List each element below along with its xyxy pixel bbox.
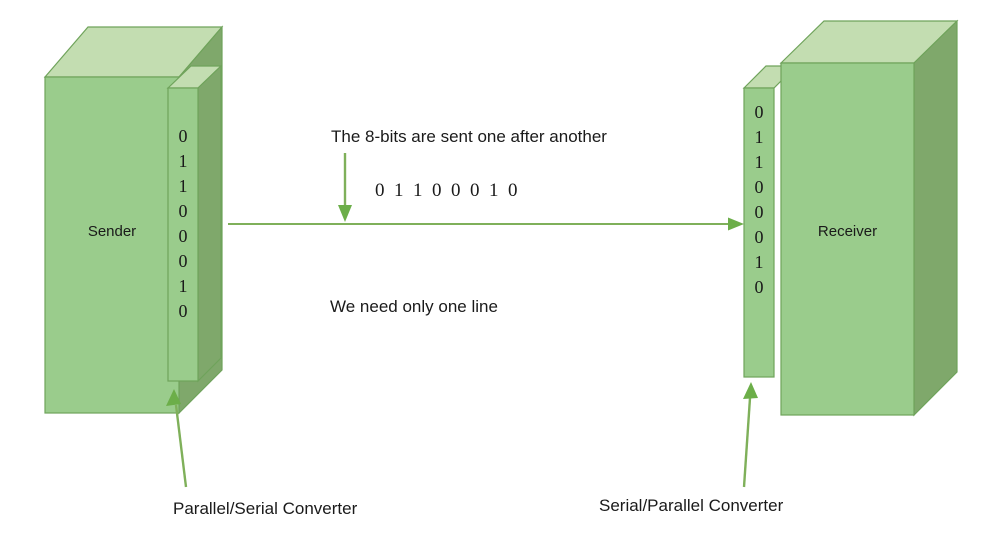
sender-bit: 0 bbox=[178, 201, 188, 221]
sender-converter-caption: Parallel/Serial Converter bbox=[173, 499, 358, 518]
sender-label: Sender bbox=[87, 223, 137, 240]
receiver-bit: 0 bbox=[754, 227, 764, 247]
sender-box-front-face bbox=[44, 76, 180, 414]
sender-converter-front-face bbox=[167, 87, 199, 382]
top-note-text: The 8-bits are sent one after another bbox=[331, 127, 607, 146]
receiver-bit: 1 bbox=[754, 152, 764, 172]
sender-bit: 1 bbox=[178, 276, 188, 296]
receiver-bit: 1 bbox=[754, 127, 764, 147]
serial-stream-bits: 0 1 1 0 0 0 1 0 bbox=[375, 180, 518, 201]
serial-line-arrowhead-icon bbox=[728, 217, 744, 231]
top-note-arrowhead-icon bbox=[338, 205, 352, 222]
bottom-note-text: We need only one line bbox=[330, 297, 498, 316]
sender-converter-arrow-shaft bbox=[174, 404, 188, 488]
sender-converter-arrowhead-icon bbox=[166, 389, 181, 406]
receiver-box-side-face bbox=[913, 19, 958, 417]
sender-bit: 0 bbox=[178, 251, 188, 271]
receiver-bit: 1 bbox=[754, 252, 764, 272]
sender-converter-side-face bbox=[197, 64, 222, 383]
receiver-converter-caption: Serial/Parallel Converter bbox=[599, 496, 784, 515]
receiver-label: Receiver bbox=[817, 223, 878, 240]
sender-bit-column: 0 1 1 0 0 0 1 0 bbox=[168, 124, 198, 324]
sender-bit: 0 bbox=[178, 126, 188, 146]
receiver-bit: 0 bbox=[754, 177, 764, 197]
receiver-converter-arrowhead-icon bbox=[743, 382, 758, 399]
sender-bit: 0 bbox=[178, 226, 188, 246]
receiver-bit: 0 bbox=[754, 102, 764, 122]
receiver-converter-arrow-shaft bbox=[742, 397, 752, 488]
sender-bit: 0 bbox=[178, 301, 188, 321]
receiver-converter-front-face bbox=[743, 87, 775, 378]
sender-bit: 1 bbox=[178, 176, 188, 196]
receiver-box-front-face bbox=[780, 62, 915, 416]
sender-bit: 1 bbox=[178, 151, 188, 171]
receiver-bit: 0 bbox=[754, 277, 764, 297]
receiver-bit-column: 0 1 1 0 0 0 1 0 bbox=[744, 100, 774, 300]
receiver-bit: 0 bbox=[754, 202, 764, 222]
